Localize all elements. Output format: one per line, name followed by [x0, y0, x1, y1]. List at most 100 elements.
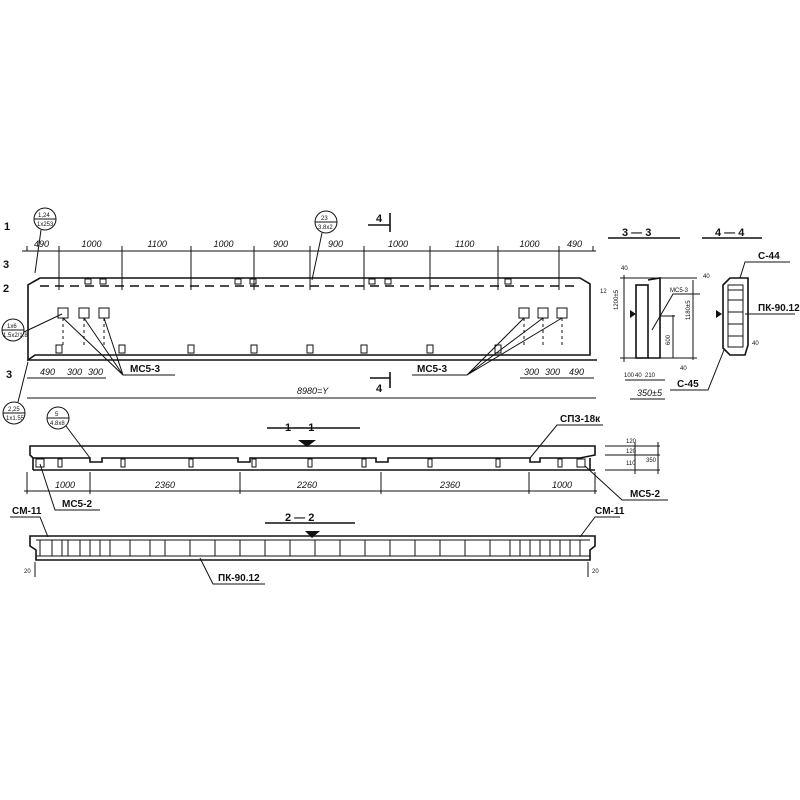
web-openings — [57, 458, 563, 468]
s11-dim-1: 2360 — [154, 480, 175, 490]
leader-c44 — [739, 261, 790, 279]
plate — [98, 307, 110, 319]
leader-mc5-2-left — [39, 463, 100, 511]
svg-text:2,25: 2,25 — [8, 407, 20, 413]
dim-w-0: 100 — [624, 373, 635, 379]
top-dim-label: 1000 — [520, 239, 540, 249]
notch — [55, 344, 63, 354]
s11-dim-0: 1000 — [55, 480, 75, 490]
top-dim-label: 900 — [273, 239, 288, 249]
s11-dim-4: 1000 — [552, 480, 572, 490]
dim-h-0: 1200±5 — [614, 289, 620, 310]
part-right-label: MC5-3 — [417, 364, 447, 375]
bottom-notches — [55, 344, 502, 354]
notch — [306, 344, 314, 354]
dim-w-1: 40 — [635, 373, 642, 379]
section-1-1: 1 — 1 1000 2360 2260 2360 1000 5 4.8x8 M… — [24, 406, 668, 511]
dim-bl-2: 300 — [88, 367, 103, 377]
opening — [120, 458, 126, 468]
dim-br-2: 490 — [569, 367, 584, 377]
leader-spz — [529, 424, 603, 459]
plate-mc5-2-left — [35, 458, 45, 468]
stirrups — [39, 540, 581, 556]
leader-right — [412, 317, 563, 376]
svg-text:23: 23 — [321, 216, 328, 222]
embedded-plates — [57, 307, 568, 345]
svg-text:1,24: 1,24 — [38, 213, 50, 219]
notch — [234, 278, 242, 285]
part-left-label: MC5-3 — [130, 364, 160, 375]
top-dim-label: 490 — [567, 239, 582, 249]
beam-outline — [27, 277, 591, 362]
svg-text:1x253: 1x253 — [37, 222, 54, 228]
top-dim-label: 1100 — [148, 239, 167, 249]
section-2-2-title: 2 — 2 — [285, 512, 314, 524]
h-dim-0: 120 — [626, 439, 637, 445]
callout-s11: 5 4.8x8 — [46, 406, 91, 459]
plate — [537, 307, 549, 319]
part-label: MC5-3 — [670, 288, 689, 294]
overall-width: 350±5 — [637, 388, 663, 398]
svg-text:1x6: 1x6 — [7, 324, 17, 330]
dim-left: 20 — [24, 569, 31, 575]
section-3-3: 3 — 3 1200±5 1180±5 600 40 40 100 40 210… — [608, 227, 700, 400]
part-right: CM-11 — [595, 506, 625, 517]
leader-c45 — [670, 349, 725, 391]
dim-h-3: 40 — [621, 266, 628, 272]
notch — [426, 344, 434, 354]
callout-c: 1x6 1.5x2/1.8 — [1, 313, 63, 342]
overall-dim: 8980=Y — [297, 386, 329, 396]
notch — [250, 344, 258, 354]
level-marker — [305, 531, 320, 538]
level-marker — [298, 440, 316, 447]
leader-cm11-left — [10, 516, 49, 538]
part-right: MC5-2 — [630, 489, 660, 500]
notch — [384, 278, 392, 285]
dim-h-1: 1180±5 — [686, 300, 692, 320]
h-dim-3: 350 — [646, 458, 657, 464]
section-mark-4-top: 4 — [376, 213, 383, 225]
section-3-3-title: 3 — 3 — [622, 227, 651, 239]
dim-right: 20 — [592, 569, 599, 575]
plate — [78, 307, 90, 319]
s11-dim-2: 2260 — [296, 480, 317, 490]
opening — [557, 458, 563, 468]
leader-left — [62, 317, 175, 376]
leader-pk — [199, 557, 265, 585]
svg-text:3.8x2: 3.8x2 — [318, 225, 333, 231]
h-dim-1: 120 — [626, 449, 637, 455]
opening — [57, 458, 63, 468]
top-dimension-ticks — [26, 246, 594, 290]
section-4-4-title: 4 — 4 — [715, 227, 745, 239]
notch — [99, 278, 107, 285]
top-dim-label: 900 — [328, 239, 343, 249]
dim-br-1: 300 — [545, 367, 560, 377]
opening — [307, 458, 313, 468]
plate — [57, 307, 69, 319]
dim-bl-1: 300 — [67, 367, 82, 377]
plate-mc5-2-right — [576, 458, 586, 468]
part-left: CM-11 — [12, 506, 42, 517]
cage-bars — [728, 289, 743, 337]
notch — [118, 344, 126, 354]
slab-outline — [29, 445, 596, 463]
leader-mc5-2-right — [584, 465, 668, 501]
notch — [84, 278, 92, 285]
h-dim-2: 110 — [626, 461, 636, 467]
level-marker — [630, 310, 636, 318]
level-marker — [716, 310, 722, 318]
top-dim-label: 1100 — [455, 239, 474, 249]
dim-w-2: 210 — [645, 373, 656, 379]
notch — [360, 344, 368, 354]
svg-text:1x1.55: 1x1.55 — [6, 416, 25, 422]
dim-h-2: 600 — [666, 334, 672, 345]
notch — [249, 278, 257, 285]
plate — [518, 307, 530, 319]
callout-d: 2,25 1x1.55 — [2, 361, 29, 425]
s11-height-dims — [605, 442, 660, 474]
callout-b: 23 3.8x2 — [311, 210, 338, 281]
part-bottom: C-45 — [677, 379, 699, 390]
dim-h-4: 40 — [680, 366, 687, 372]
section-mark-4-bottom: 4 — [376, 383, 383, 395]
